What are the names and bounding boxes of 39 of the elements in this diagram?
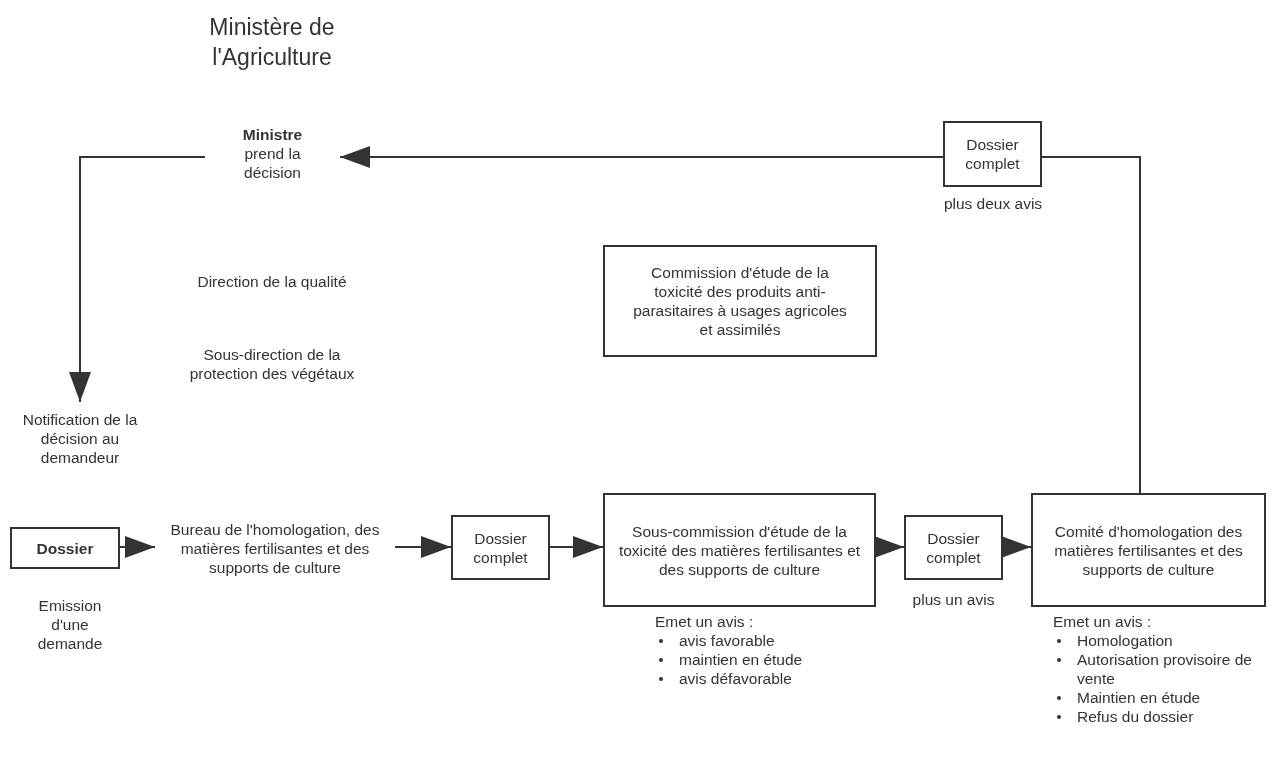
node-label: Comité d'homologation des matières fertilisantes et des supports de culture xyxy=(1053,521,1244,579)
process-box xyxy=(1031,493,1266,607)
list-item: avis défavorable xyxy=(655,669,875,688)
node-label: Dossier complet xyxy=(925,528,982,567)
node-caption: plus deux avis xyxy=(942,194,1044,213)
node-label: Dossier xyxy=(36,538,94,558)
list-item: avis favorable xyxy=(655,631,875,650)
node-caption: Emission d'une demande xyxy=(36,596,104,653)
node-label: Notification de la décision au demandeur xyxy=(21,409,139,467)
node-caption: plus un avis xyxy=(911,590,996,609)
list-item: Refus du dossier xyxy=(1053,707,1253,726)
node-label: Dossier complet xyxy=(472,528,529,567)
connector-line xyxy=(1041,156,1141,494)
list-item: Homologation xyxy=(1053,631,1253,650)
node-label: Sous-commission d'étude de la toxicité des matières fertilisantes et des supports de culture xyxy=(617,521,862,579)
list-heading: Emet un avis : xyxy=(1053,612,1153,631)
process-box xyxy=(904,515,1003,580)
arrow xyxy=(119,536,156,558)
process-box xyxy=(943,121,1042,187)
arrow xyxy=(549,536,604,558)
section-label: Sous-direction de la protection des végétaux xyxy=(188,345,356,383)
arrow xyxy=(339,146,944,168)
arrow xyxy=(394,536,452,558)
list-item: maintien en étude xyxy=(655,650,875,669)
list-heading: Emet un avis : xyxy=(655,612,755,631)
title: Ministère de l'Agriculture xyxy=(208,13,336,72)
section-label: Direction de la qualité xyxy=(196,272,348,291)
node-heading: Ministre xyxy=(242,124,303,144)
arrow xyxy=(69,156,206,403)
process-box xyxy=(603,493,876,607)
list-item: Maintien en étude xyxy=(1053,688,1253,707)
node-label: Commission d'étude de la toxicité des produits anti-parasitaires à usages agricoles et assimilés xyxy=(632,263,848,339)
process-box xyxy=(451,515,550,580)
process-box xyxy=(10,527,120,569)
list-item: Autorisation provisoire de vente xyxy=(1053,650,1253,688)
node-label: Dossier complet xyxy=(964,135,1021,173)
node-label: Bureau de l'homologation, des matières fertilisantes et des supports de culture xyxy=(169,519,381,577)
process-box xyxy=(603,245,877,357)
node-label: prend la décision xyxy=(243,143,302,182)
